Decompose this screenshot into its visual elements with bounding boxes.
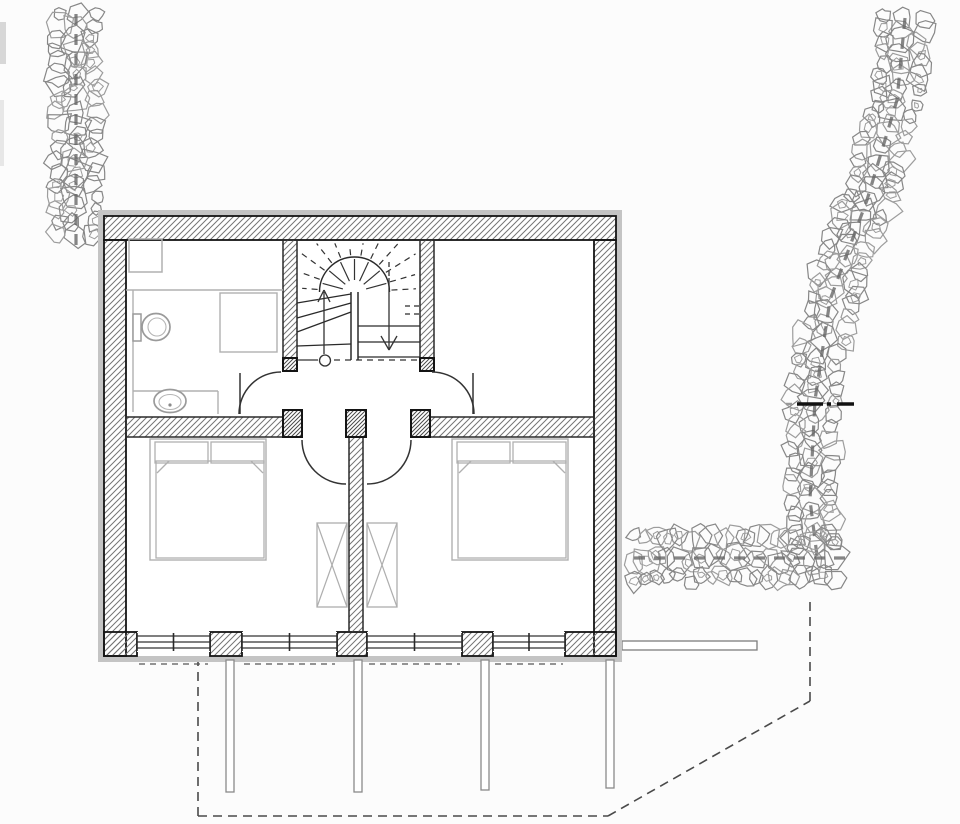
terrace-posts [225, 659, 615, 793]
bathroom-fixtures [126, 238, 283, 414]
window-openings [136, 632, 566, 665]
lower-wall-edge [621, 640, 758, 651]
scan-edge-artifacts [0, 22, 6, 166]
wall-jambs [282, 357, 435, 438]
stone-band-right-horizontal [623, 522, 851, 595]
beds [149, 438, 569, 561]
terrace-outline-dashed [197, 598, 811, 817]
wardrobes [316, 522, 398, 608]
staircase [296, 243, 420, 360]
stone-band-left [42, 2, 110, 250]
landing [297, 354, 420, 367]
door-swings [238, 371, 475, 485]
exterior-walls [103, 215, 617, 657]
